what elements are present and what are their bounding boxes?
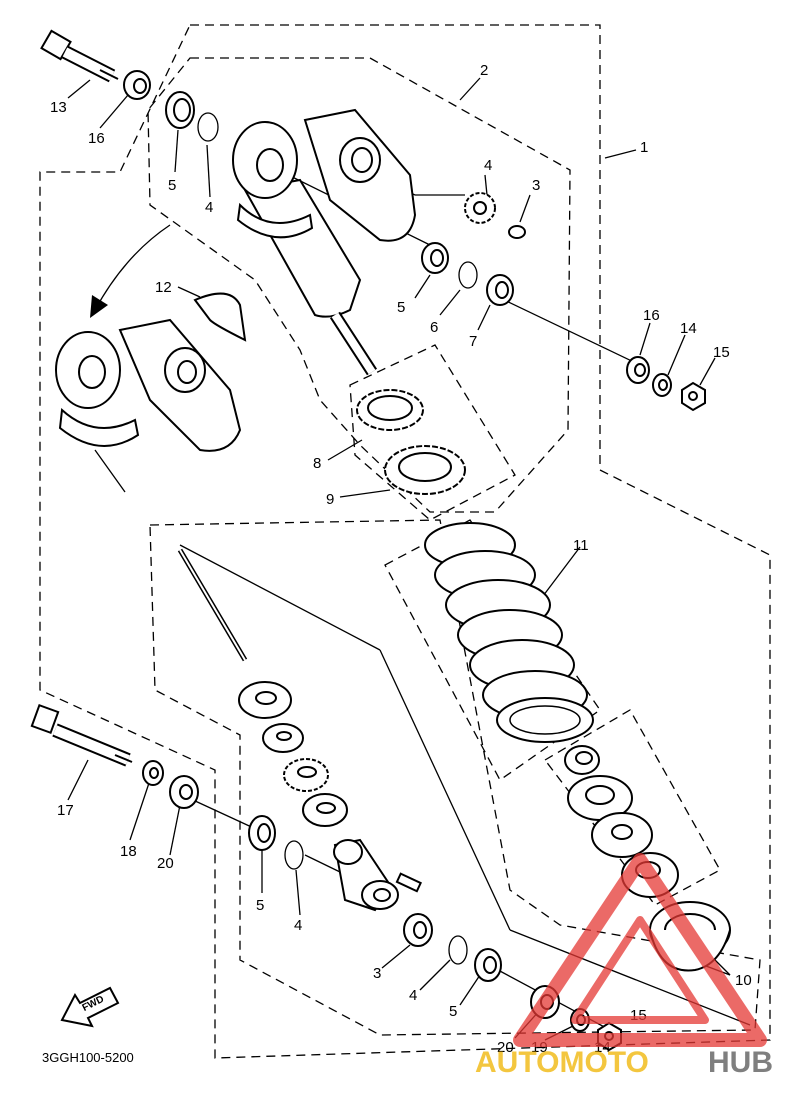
callout-4: 4 (484, 157, 492, 174)
group-outline-2 (147, 57, 571, 513)
bearing-5-lower-right (474, 948, 502, 982)
bolt-17 (30, 703, 133, 767)
collar-16 (123, 70, 151, 100)
circlip-4-upper (197, 112, 219, 142)
callout-5: 5 (397, 299, 405, 316)
callout-2: 2 (480, 62, 488, 79)
callout-20: 20 (157, 855, 174, 872)
bearing-5-lower-left (248, 815, 276, 851)
callout-9: 9 (326, 491, 334, 508)
bolt-13 (40, 29, 119, 83)
document-code: 3GGH100-5200 (42, 1050, 134, 1065)
callout-17: 17 (57, 802, 74, 819)
watermark-logo: AUTOMOTO HUB (475, 853, 773, 1079)
callout-13: 13 (50, 99, 67, 116)
callout-6: 6 (430, 319, 438, 336)
callout-1: 1 (640, 139, 648, 156)
callout-3: 3 (373, 965, 381, 982)
group-outline-1 (39, 24, 771, 1059)
spring-11 (424, 522, 594, 743)
spring-seat-lower (564, 745, 679, 898)
adjuster-knob-4 (464, 192, 496, 224)
circlip-4-lower-right (448, 935, 468, 965)
group-outline-damper-internals (149, 519, 761, 1036)
callout-8: 8 (313, 455, 321, 472)
circlip-6 (458, 261, 478, 289)
callout-5: 5 (256, 897, 264, 914)
adjuster-nut-9 (384, 445, 466, 495)
callout-7: 7 (469, 333, 477, 350)
bearing-5-mid (421, 242, 449, 274)
callout-16: 16 (88, 130, 105, 147)
nut-15-upper (681, 381, 706, 412)
callout-5: 5 (168, 177, 176, 194)
callout-4: 4 (294, 917, 302, 934)
washer-18 (142, 760, 164, 786)
callout-11: 11 (573, 537, 589, 554)
callout-5: 5 (449, 1003, 457, 1020)
washer-14-upper (652, 373, 672, 397)
bearing-5-upper (165, 91, 195, 129)
fwd-arrow-icon: FWD (60, 986, 120, 1028)
callout-16: 16 (643, 307, 660, 324)
screw-3-upper (508, 225, 526, 239)
callout-14: 14 (680, 320, 697, 337)
label-12 (193, 292, 247, 342)
group-outline-lower-seat (544, 709, 721, 906)
callout-4: 4 (409, 987, 417, 1004)
locknut-8 (356, 389, 424, 431)
bushing-3-lower (403, 913, 433, 947)
callout-15: 15 (713, 344, 730, 361)
group-outline-locknut (349, 344, 516, 521)
callout-20: 20 (497, 1039, 514, 1056)
collar-16-right (626, 356, 650, 384)
callout-12: 12 (155, 279, 172, 296)
view-arrow (90, 224, 171, 318)
lower-mount (333, 838, 422, 912)
watermark-text-automoto: AUTOMOTO (475, 1046, 649, 1079)
bearing-7 (486, 274, 514, 306)
callout-4: 4 (205, 199, 213, 216)
watermark-text-hub: HUB (708, 1046, 773, 1079)
collar-20-left (169, 775, 199, 809)
push-rod (177, 548, 248, 662)
seal-stack (238, 681, 348, 827)
callout-10: 10 (735, 972, 752, 989)
callout-3: 3 (532, 177, 540, 194)
shock-absorber-alt-view (55, 318, 242, 493)
shock-absorber-assembly-2 (232, 108, 417, 376)
circlip-4-lower-left (284, 840, 304, 870)
callout-18: 18 (120, 843, 137, 860)
